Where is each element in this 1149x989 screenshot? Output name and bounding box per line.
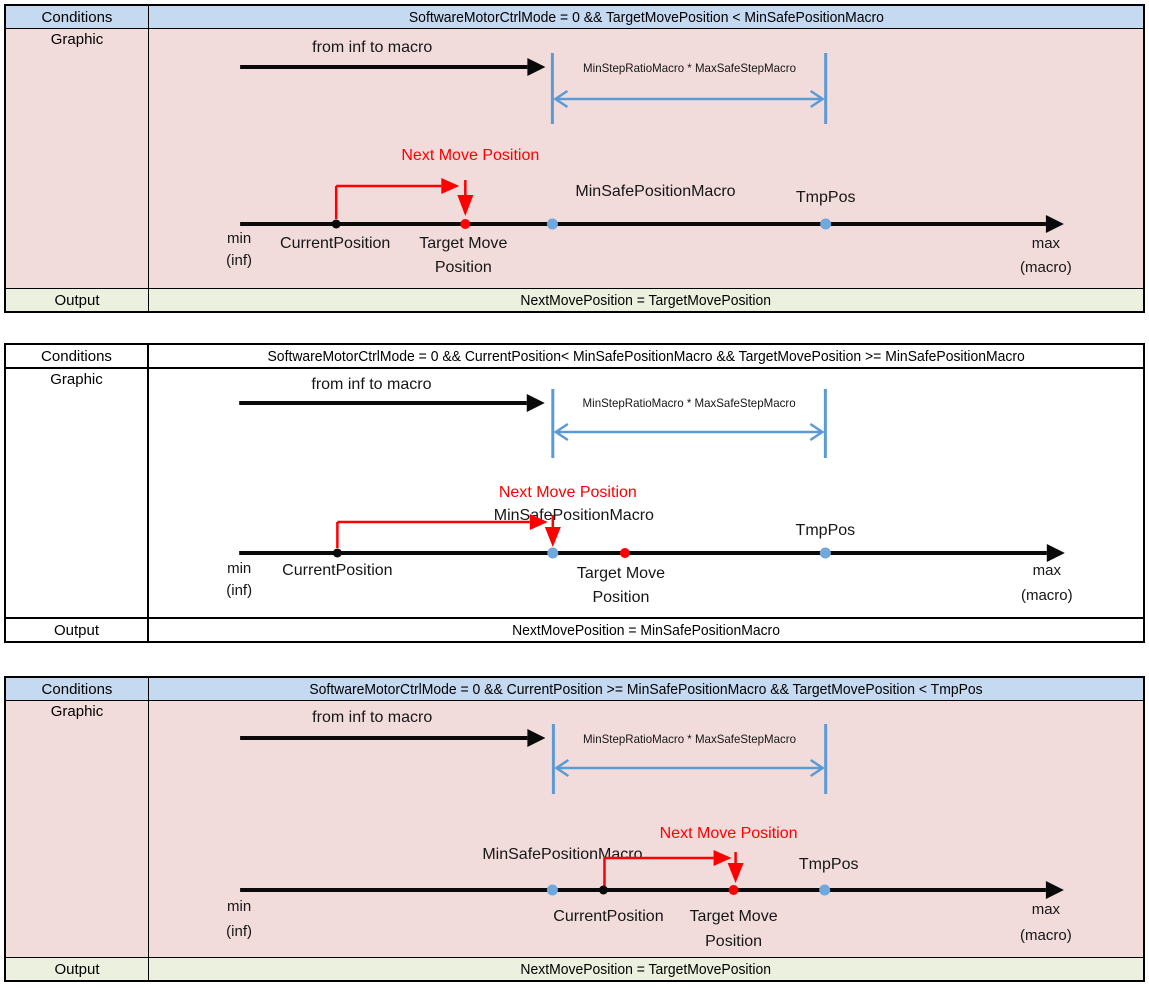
row-label-graphic: Graphic (6, 29, 149, 288)
row-label-graphic: Graphic (6, 369, 149, 617)
target-move-position-dot (728, 885, 739, 895)
span-arrowhead-left-icon (554, 758, 570, 778)
span-arrowhead-right-icon (809, 89, 825, 109)
graphic-canvas: from inf to macro MinStepRatioMacro * Ma… (149, 29, 1143, 288)
graphic-row: Graphic from inf to macro MinStepRatioMa… (6, 29, 1143, 288)
red-right-arrowhead-icon (441, 178, 460, 194)
target-move-label-line1: Target Move (419, 235, 507, 252)
conditions-row: Conditions SoftwareMotorCtrlMode = 0 && … (6, 6, 1143, 29)
target-move-label-line2: Position (435, 259, 492, 276)
min-safe-label: MinSafePositionMacro (575, 183, 735, 200)
tmp-pos-label: TmpPos (799, 856, 859, 873)
min-safe-position-dot (546, 218, 558, 230)
tmp-pos-dot (819, 884, 831, 896)
graphic-row: Graphic from inf to macro MinStepRatioMa… (6, 701, 1143, 957)
graphic-row: Graphic from inf to macro MinStepRatioMa… (6, 369, 1143, 617)
target-move-label-line1: Target Move (577, 565, 665, 582)
max-sub-label: (macro) (1020, 927, 1072, 944)
output-text: NextMovePosition = MinSafePositionMacro (512, 621, 780, 639)
span-arrowhead-left-icon (553, 422, 569, 442)
row-label-output: Output (6, 619, 149, 641)
conditions-row: Conditions SoftwareMotorCtrlMode = 0 && … (6, 678, 1143, 701)
number-line-arrowhead-icon (1045, 881, 1064, 899)
flow-arrowhead-icon (526, 394, 545, 412)
min-label: min (227, 560, 251, 577)
min-sub-label: (inf) (226, 923, 252, 940)
span-label: MinStepRatioMacro * MaxSafeStepMacro (583, 734, 796, 746)
flow-arrowhead-icon (527, 58, 546, 76)
graphic-canvas: from inf to macro MinStepRatioMacro * Ma… (149, 701, 1143, 957)
condition-text: SoftwareMotorCtrlMode = 0 && CurrentPosi… (267, 347, 1025, 365)
output-row: Output NextMovePosition = TargetMovePosi… (6, 957, 1143, 980)
max-sub-label: (macro) (1020, 259, 1072, 276)
condition-table-1: Conditions SoftwareMotorCtrlMode = 0 && … (4, 4, 1145, 313)
target-move-position-dot (460, 219, 471, 229)
graphic-canvas: from inf to macro MinStepRatioMacro * Ma… (149, 369, 1143, 617)
red-down-arrowhead-icon (544, 527, 561, 547)
min-safe-position-dot (546, 884, 558, 896)
flow-label: from inf to macro (311, 376, 431, 393)
target-move-label-line2: Position (592, 589, 649, 606)
next-move-label: Next Move Position (660, 825, 798, 842)
flow-label: from inf to macro (312, 709, 432, 726)
max-sub-label: (macro) (1021, 587, 1073, 604)
output-text: NextMovePosition = TargetMovePosition (520, 291, 772, 309)
next-move-label: Next Move Position (401, 147, 539, 164)
red-down-arrowhead-icon (457, 195, 474, 216)
max-label: max (1033, 562, 1062, 579)
min-label: min (227, 230, 251, 247)
max-label: max (1032, 235, 1061, 252)
min-label: min (227, 898, 251, 915)
number-line-arrowhead-icon (1046, 544, 1065, 562)
min-sub-label: (inf) (226, 582, 252, 599)
target-move-label-line2: Position (705, 933, 762, 950)
span-label: MinStepRatioMacro * MaxSafeStepMacro (583, 63, 796, 75)
output-row: Output NextMovePosition = MinSafePositio… (6, 617, 1143, 641)
row-label-output: Output (6, 289, 149, 311)
number-line-arrowhead-icon (1045, 215, 1064, 233)
flow-arrowhead-icon (527, 729, 546, 747)
next-move-label: Next Move Position (499, 484, 637, 501)
current-position-label: CurrentPosition (282, 562, 392, 579)
current-position-label: CurrentPosition (553, 908, 663, 925)
tmp-pos-label: TmpPos (796, 189, 856, 206)
current-position-dot (331, 219, 341, 229)
current-position-dot (598, 885, 608, 895)
row-label-output: Output (6, 958, 149, 980)
row-label-conditions: Conditions (6, 345, 149, 367)
condition-text: SoftwareMotorCtrlMode = 0 && CurrentPosi… (309, 680, 983, 698)
span-arrowhead-right-icon (809, 422, 825, 442)
output-row: Output NextMovePosition = TargetMovePosi… (6, 288, 1143, 311)
conditions-row: Conditions SoftwareMotorCtrlMode = 0 && … (6, 345, 1143, 369)
current-position-dot (332, 548, 342, 558)
row-label-conditions: Conditions (6, 678, 149, 700)
condition-table-2: Conditions SoftwareMotorCtrlMode = 0 && … (4, 343, 1145, 643)
red-right-arrowhead-icon (529, 514, 548, 530)
red-down-arrowhead-icon (727, 863, 744, 883)
row-label-conditions: Conditions (6, 6, 149, 28)
output-text: NextMovePosition = TargetMovePosition (520, 960, 772, 978)
position-diagram-2: from inf to macro MinStepRatioMacro * Ma… (226, 376, 1073, 606)
red-right-arrowhead-icon (713, 850, 732, 866)
flow-label: from inf to macro (312, 39, 432, 56)
tmp-pos-dot (820, 218, 832, 230)
target-move-position-dot (619, 548, 630, 558)
tmp-pos-dot (819, 547, 831, 559)
condition-text: SoftwareMotorCtrlMode = 0 && TargetMoveP… (408, 8, 884, 26)
position-diagram-3: from inf to macro MinStepRatioMacro * Ma… (226, 709, 1072, 950)
tmp-pos-label: TmpPos (796, 522, 856, 539)
position-diagram-1: from inf to macro MinStepRatioMacro * Ma… (226, 39, 1072, 276)
min-safe-position-dot (547, 547, 559, 559)
min-safe-label: MinSafePositionMacro (482, 846, 642, 863)
row-label-graphic: Graphic (6, 701, 149, 957)
current-position-label: CurrentPosition (280, 235, 390, 252)
span-arrowhead-left-icon (553, 89, 569, 109)
condition-table-3: Conditions SoftwareMotorCtrlMode = 0 && … (4, 676, 1145, 982)
span-arrowhead-right-icon (809, 758, 825, 778)
min-sub-label: (inf) (226, 252, 252, 269)
span-label: MinStepRatioMacro * MaxSafeStepMacro (583, 398, 796, 410)
target-move-label-line1: Target Move (690, 908, 778, 925)
max-label: max (1032, 901, 1061, 918)
